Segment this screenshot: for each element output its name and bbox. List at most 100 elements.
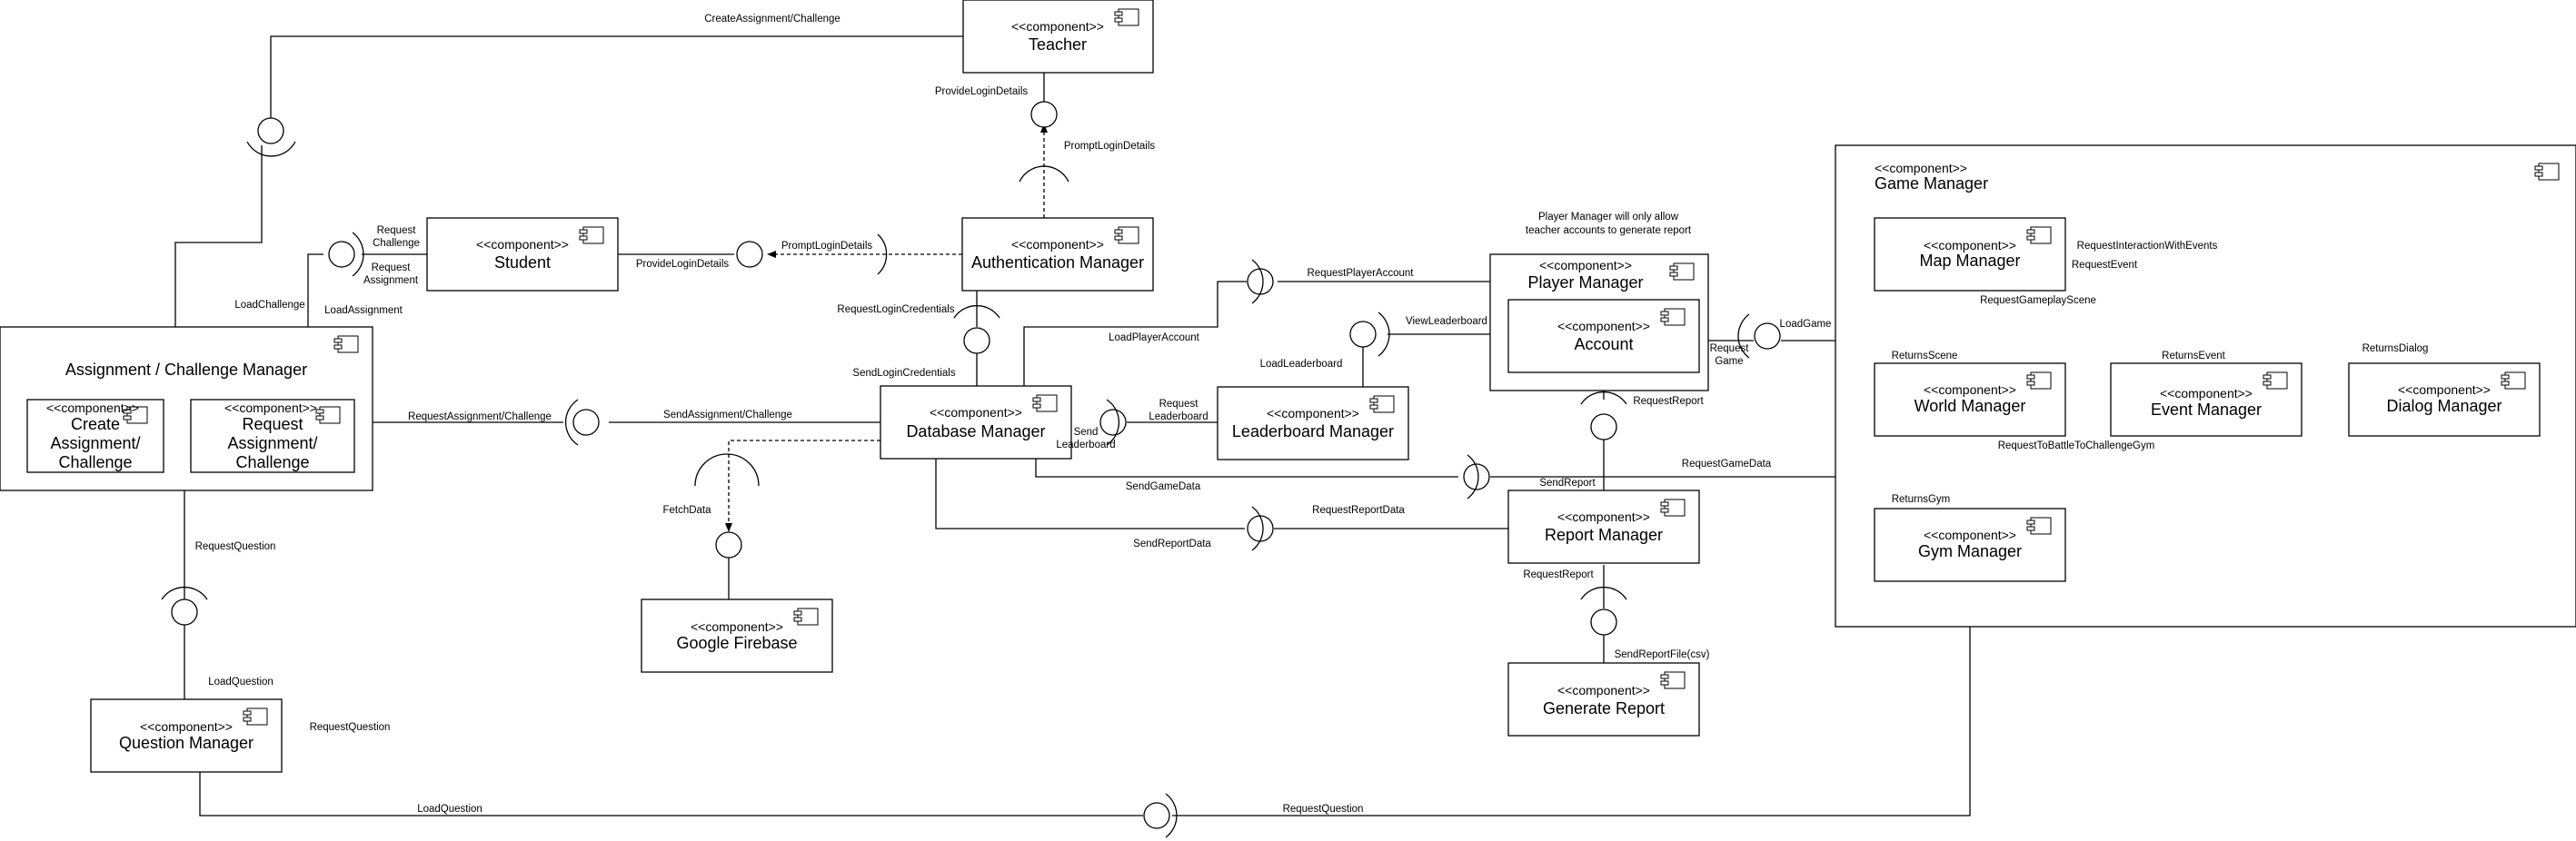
component-world-manager[interactable]: <<component>> World Manager [1874, 362, 2066, 437]
label-request-leaderboard-2: Leaderboard [1149, 411, 1208, 422]
label-provide-login-teacher: ProvideLoginDetails [935, 86, 1029, 97]
component-name: Question Manager [119, 734, 254, 752]
stereotype: <<component>> [1924, 382, 2016, 397]
component-name: Event Manager [2151, 401, 2262, 419]
component-create-assignment[interactable]: <<component>> Create Assignment/ Challen… [26, 399, 164, 473]
label-prompt-login-teacher: PromptLoginDetails [1064, 141, 1156, 152]
socket-assignment [565, 399, 579, 446]
interface-load-game [1754, 322, 1781, 350]
component-icon [243, 707, 268, 726]
arrowhead-fetch-data [725, 523, 732, 532]
component-name: Assignment / Challenge Manager [65, 361, 307, 379]
label-request-challenge-2: Challenge [373, 238, 420, 249]
component-name: Leaderboard Manager [1232, 422, 1394, 440]
component-teacher[interactable]: <<component>> Teacher [962, 0, 1154, 74]
label-send-leaderboard-2: Leaderboard [1056, 440, 1115, 450]
interface-create-assignment [257, 117, 284, 144]
component-generate-report[interactable]: <<component>> Generate Report [1507, 662, 1700, 737]
stereotype: <<component>> [1267, 406, 1359, 420]
connector-db-send-game-data [1035, 459, 1458, 478]
socket-login-credentials [953, 305, 1000, 319]
component-name-line-2: Assignment/ [227, 434, 317, 452]
component-name: Player Manager [1527, 273, 1643, 292]
component-name: World Manager [1915, 397, 2026, 415]
interface-assignment [572, 409, 600, 436]
label-view-leaderboard: ViewLeaderboard [1406, 316, 1487, 327]
component-name: Generate Report [1543, 699, 1665, 717]
stereotype: <<component>> [930, 405, 1022, 420]
socket-report-data [1251, 506, 1264, 551]
stereotype: <<component>> [140, 719, 233, 734]
component-player-manager[interactable]: <<component>> Player Manager <<component… [1489, 253, 1709, 391]
label-provide-login-student: ProvideLoginDetails [636, 259, 730, 270]
connector-labels: CreateAssignment/Challenge ProvideLoginD… [195, 14, 2429, 815]
component-name-line-3: Challenge [58, 453, 132, 471]
label-request-challenge-1: Request [377, 225, 417, 236]
interface-generate-report [1590, 608, 1617, 636]
interface-question-bottom [1143, 802, 1170, 829]
label-create-assignment: CreateAssignment/Challenge [704, 14, 840, 25]
label-prompt-login-student: PromptLoginDetails [781, 241, 873, 252]
label-request-game-1: Request [1710, 343, 1750, 354]
component-google-firebase[interactable]: <<component>> Google Firebase [641, 599, 833, 673]
socket-generate-report [1580, 587, 1627, 600]
arrowhead-prompt-teacher [1040, 124, 1048, 133]
socket-game-data [1467, 454, 1479, 500]
component-icon [1669, 262, 1695, 281]
stereotype: <<component>> [2398, 382, 2491, 397]
component-icon [1114, 8, 1139, 26]
stereotype: <<component>> [1557, 683, 1650, 698]
label-request-assignment-2: Assignment [363, 275, 419, 286]
player-manager-note-line-2: teacher accounts to generate report [1526, 225, 1692, 236]
component-icon [123, 406, 148, 424]
component-name: Teacher [1029, 35, 1087, 54]
component-icon [333, 335, 359, 353]
label-send-game-data: SendGameData [1126, 481, 1201, 492]
label-request-report-data: RequestReportData [1312, 505, 1405, 516]
component-authentication-manager[interactable]: <<component>> Authentication Manager [961, 217, 1154, 292]
label-send-report: SendReport [1539, 478, 1596, 489]
component-database-manager[interactable]: <<component>> Database Manager [880, 385, 1072, 460]
component-account[interactable]: <<component>> Account [1507, 299, 1700, 373]
label-request-login-credentials: RequestLoginCredentials [837, 304, 954, 315]
component-icon [2501, 371, 2526, 390]
label-request-game-data: RequestGameData [1682, 459, 1772, 470]
label-load-assignment: LoadAssignment [324, 305, 403, 316]
socket-question-acm [161, 587, 208, 600]
component-icon [2026, 371, 2052, 390]
label-request-gameplay-scene: RequestGameplayScene [1980, 295, 2096, 306]
connector-create-assignment [270, 35, 963, 130]
label-load-question-bottom: LoadQuestion [417, 804, 482, 815]
component-request-assignment[interactable]: <<component>> Request Assignment/ Challe… [190, 399, 355, 473]
label-send-assignment-challenge: SendAssignment/Challenge [663, 410, 792, 420]
component-event-manager[interactable]: <<component>> Event Manager [2110, 362, 2302, 437]
stereotype: <<component>> [1924, 238, 2016, 252]
connector-acm-to-create-assignment [174, 145, 263, 327]
stereotype: <<component>> [476, 237, 569, 252]
component-name-line-2: Assignment/ [50, 434, 140, 452]
component-icon [1369, 395, 1395, 413]
stereotype: <<component>> [46, 401, 139, 415]
label-fetch-data: FetchData [662, 505, 711, 516]
interface-firebase [715, 531, 742, 559]
component-assignment-challenge-manager[interactable]: Assignment / Challenge Manager <<compone… [0, 326, 373, 491]
label-request-event: RequestEvent [2072, 260, 2138, 271]
component-report-manager[interactable]: <<component>> Report Manager [1507, 490, 1700, 564]
arrowhead-prompt-student [767, 251, 776, 258]
label-returns-event: ReturnsEvent [2162, 351, 2225, 361]
component-dialog-manager[interactable]: <<component>> Dialog Manager [2348, 362, 2541, 437]
component-icon [2026, 226, 2052, 244]
component-icon [2263, 371, 2288, 390]
component-name: Game Manager [1875, 174, 1988, 193]
component-question-manager[interactable]: <<component>> Question Manager [90, 698, 283, 773]
stereotype: <<component>> [1011, 237, 1104, 252]
component-icon [1660, 308, 1686, 326]
component-leaderboard-manager[interactable]: <<component>> Leaderboard Manager [1217, 386, 1409, 460]
component-student[interactable]: <<component>> Student [426, 217, 619, 292]
component-icon [315, 406, 341, 424]
label-request-report-pm: RequestReport [1633, 396, 1704, 407]
component-gym-manager[interactable]: <<component>> Gym Manager [1874, 508, 2066, 582]
label-returns-scene: ReturnsScene [1892, 351, 1958, 361]
component-map-manager[interactable]: <<component>> Map Manager [1874, 217, 2066, 292]
label-request-question-acm: RequestQuestion [195, 541, 276, 552]
